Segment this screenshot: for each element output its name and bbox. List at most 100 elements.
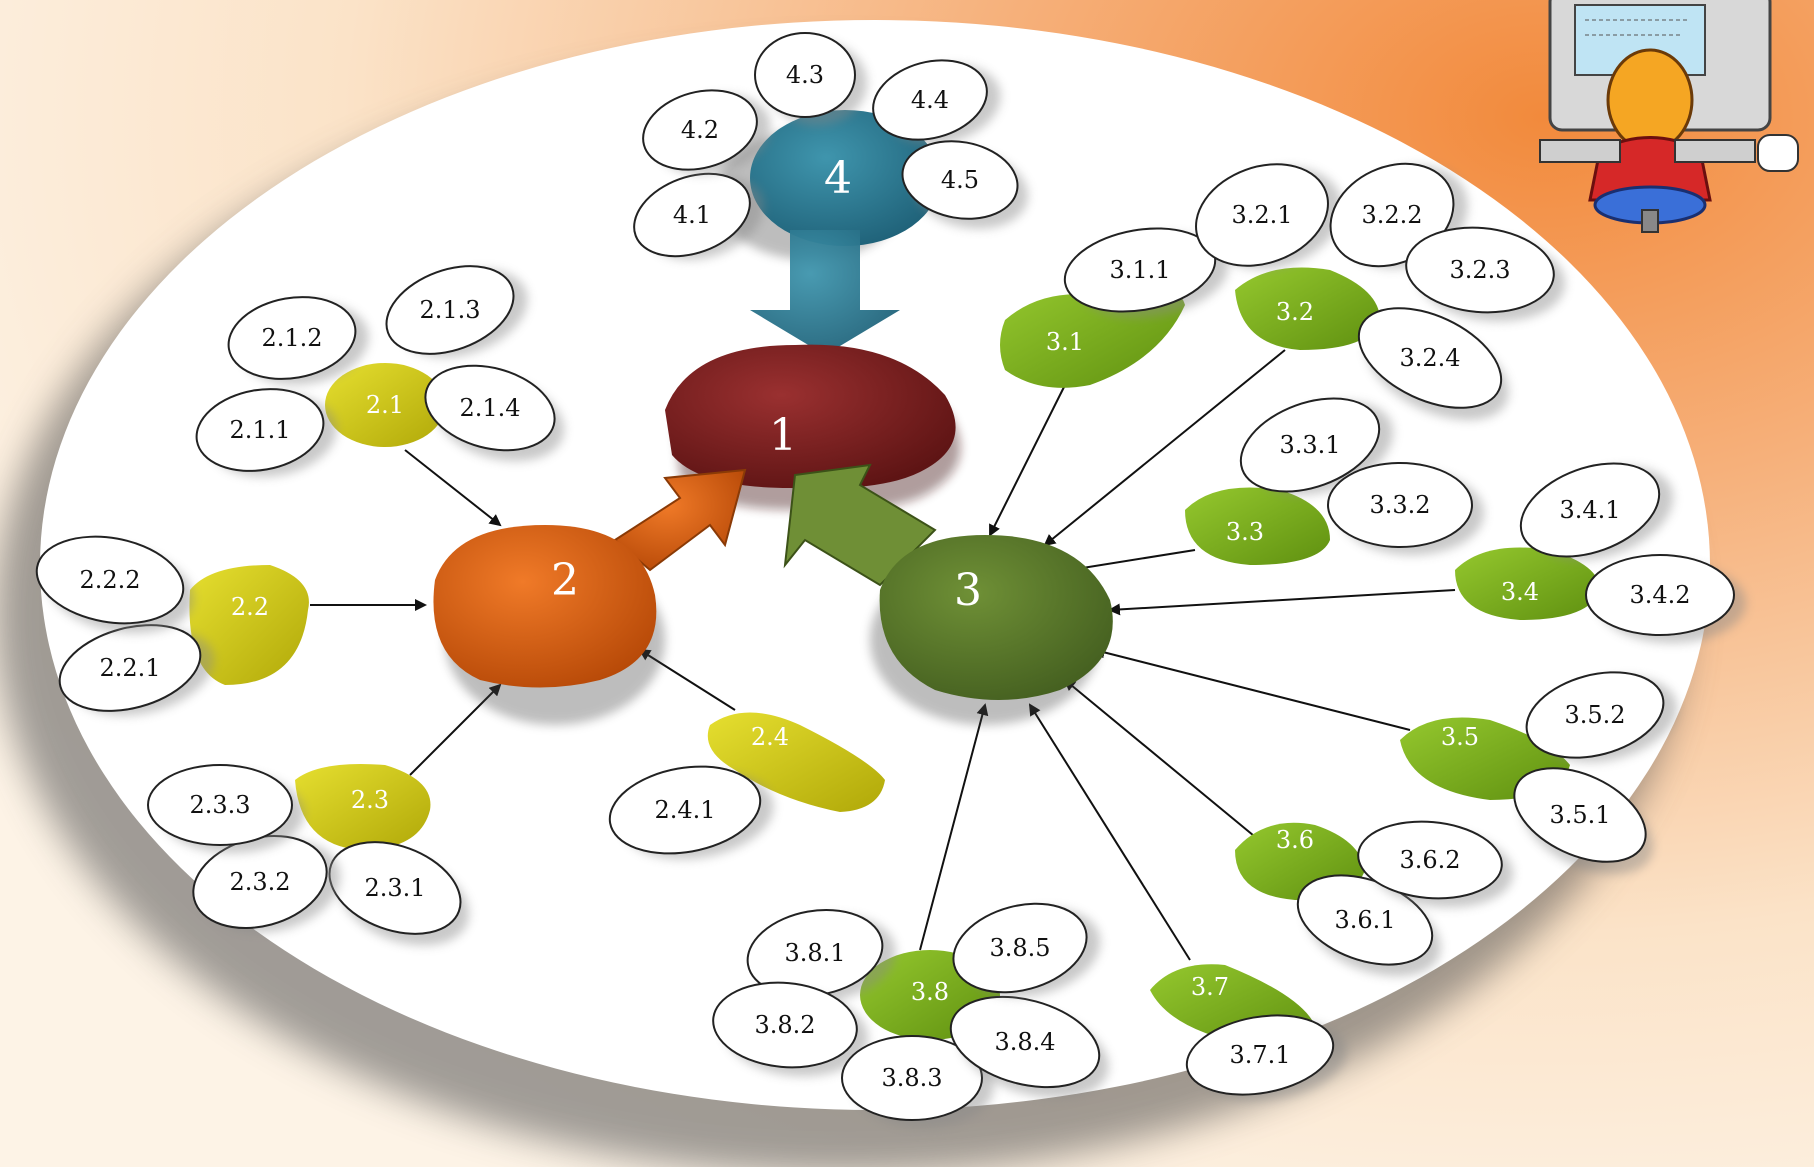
- cluster-1: 1: [665, 344, 961, 511]
- orange-arrow: [613, 468, 747, 572]
- branch-2-3: 2.3: [295, 764, 431, 850]
- leaf-label: 3.6.1: [1334, 906, 1395, 934]
- leaf-label: 2.1.1: [229, 416, 290, 444]
- leaf-label: 3.5.1: [1549, 801, 1610, 829]
- computer-user-icon: [1539, 0, 1799, 233]
- hub-2-label: 2: [551, 555, 579, 606]
- leaf-node: 3.4.1: [1519, 462, 1674, 560]
- cluster-3: 3: [870, 535, 1113, 725]
- blue-arrow: [750, 230, 900, 355]
- leaf-node: 3.4.2: [1585, 554, 1746, 643]
- leaf-node: 3.2.2: [1329, 162, 1468, 269]
- leaf-label: 2.1.2: [261, 324, 322, 352]
- cluster-4: 4: [715, 110, 940, 260]
- leaf-label: 4.3: [786, 61, 824, 89]
- hub-3-shape: [879, 535, 1113, 700]
- leaf-label: 3.8.2: [754, 1011, 815, 1039]
- leaf-label: 3.2.3: [1449, 256, 1510, 284]
- leaf-node: 3.8.2: [712, 981, 869, 1077]
- leaf-label: 2.3.3: [189, 791, 250, 819]
- branch-3-4-label: 3.4: [1501, 578, 1539, 606]
- leaf-label: 4.4: [911, 86, 949, 114]
- leaf-node: 3.2.1: [1195, 163, 1342, 270]
- leaf-node: 3.6.1: [1296, 874, 1441, 977]
- leaf-node: 2.3.2: [192, 834, 341, 933]
- leaf-node: 4.2: [642, 89, 771, 175]
- leaf-node: 2.1.4: [424, 364, 565, 462]
- leaf-label: 3.5.2: [1564, 701, 1625, 729]
- leaf-label: 2.3.1: [364, 874, 425, 902]
- leaf-label: 3.7.1: [1229, 1041, 1290, 1069]
- hub-1-shape: [665, 344, 956, 489]
- branch-3-7-label: 3.7: [1191, 973, 1229, 1001]
- branch-2-4-label: 2.4: [751, 723, 789, 751]
- leaf-node: 2.1.2: [227, 296, 369, 385]
- branch-3-3: 3.3: [1185, 487, 1330, 565]
- branch-2-2: 2.2: [189, 565, 309, 685]
- green-arrow: [783, 463, 937, 587]
- leaf-label: 4.5: [941, 166, 979, 194]
- leaf-node: 3.5.2: [1525, 671, 1678, 763]
- hub-4-label: 4: [824, 153, 852, 204]
- leaf-node: 2.3.3: [147, 764, 304, 853]
- leaf-label: 3.3.2: [1369, 491, 1430, 519]
- leaf-label: 3.2.1: [1231, 201, 1292, 229]
- leaf-node: 3.8.4: [949, 995, 1109, 1098]
- branch-3-5-label: 3.5: [1441, 723, 1479, 751]
- leaf-node: 3.2.4: [1357, 307, 1509, 421]
- leaf-label: 2.1.4: [459, 394, 520, 422]
- branch-3-1-label: 3.1: [1046, 328, 1084, 356]
- branch-3-2: 3.2: [1235, 267, 1380, 350]
- branch-3-2-label: 3.2: [1276, 298, 1314, 326]
- leaf-node: 3.7.1: [1185, 1014, 1347, 1101]
- connectors: [310, 349, 1456, 961]
- hub-4-shape: [750, 110, 940, 246]
- leaf-node: 4.4: [872, 59, 1001, 145]
- leaf-node: 2.3.1: [328, 841, 470, 946]
- leaf-node: 4.1: [633, 172, 764, 260]
- hub-2-shape: [433, 525, 657, 688]
- leaf-label: 2.2.1: [99, 654, 160, 682]
- leaf-node: 3.8.5: [952, 902, 1101, 997]
- leaf-node: 3.5.1: [1513, 767, 1654, 875]
- branch-3-6-label: 3.6: [1276, 826, 1314, 854]
- leaf-label: 4.1: [673, 201, 711, 229]
- leaf-node: 2.4.1: [608, 765, 774, 860]
- leaf-label: 3.2.2: [1361, 201, 1422, 229]
- leaf-node: 3.8.1: [746, 908, 896, 1002]
- leaf-label: 2.2.2: [79, 566, 140, 594]
- leaf-node: 2.1.3: [385, 265, 528, 358]
- branch-2-1-label: 2.1: [366, 391, 404, 419]
- leaf-nodes: 4.1 4.2 4.3 4.4 4.5 2.1.1 2.1.2 2.1.3 2.1.4 2.2.1…: [35, 32, 1746, 1128]
- leaf-label: 2.1.3: [419, 296, 480, 324]
- leaf-label: 3.4.1: [1559, 496, 1620, 524]
- leaf-label: 2.3.2: [229, 868, 290, 896]
- leaf-label: 2.4.1: [654, 796, 715, 824]
- leaf-node: 4.5: [901, 140, 1028, 229]
- leaf-node: 2.2.2: [35, 535, 194, 634]
- leaf-node: 4.3: [754, 32, 867, 125]
- branch-2-1: 2.1: [325, 363, 445, 447]
- branch-3-4: 3.4: [1455, 547, 1600, 620]
- leaf-node: 3.2.3: [1405, 226, 1566, 322]
- leaf-node: 2.2.1: [58, 624, 214, 716]
- leaf-label: 3.8.1: [784, 939, 845, 967]
- leaf-node: 3.3.1: [1239, 397, 1394, 495]
- leaf-node: 2.1.1: [195, 388, 337, 477]
- branch-2-4: 2.4: [707, 712, 885, 812]
- leaf-label: 3.8.4: [994, 1028, 1055, 1056]
- leaf-label: 3.8.5: [989, 934, 1050, 962]
- leaf-label: 3.4.2: [1629, 581, 1690, 609]
- leaf-label: 3.3.1: [1279, 431, 1340, 459]
- cluster-2: 2: [433, 525, 665, 725]
- branch-3-8-label: 3.8: [911, 978, 949, 1006]
- hub-1-label: 1: [769, 410, 797, 461]
- branch-2-3-label: 2.3: [351, 786, 389, 814]
- branch-2-2-label: 2.2: [231, 593, 269, 621]
- leaf-node: 3.3.2: [1327, 462, 1484, 555]
- leaf-label: 3.1.1: [1109, 256, 1170, 284]
- leaf-node: 3.6.2: [1357, 820, 1514, 908]
- leaf-node: 3.1.1: [1063, 227, 1229, 318]
- leaf-label: 3.8.3: [881, 1064, 942, 1092]
